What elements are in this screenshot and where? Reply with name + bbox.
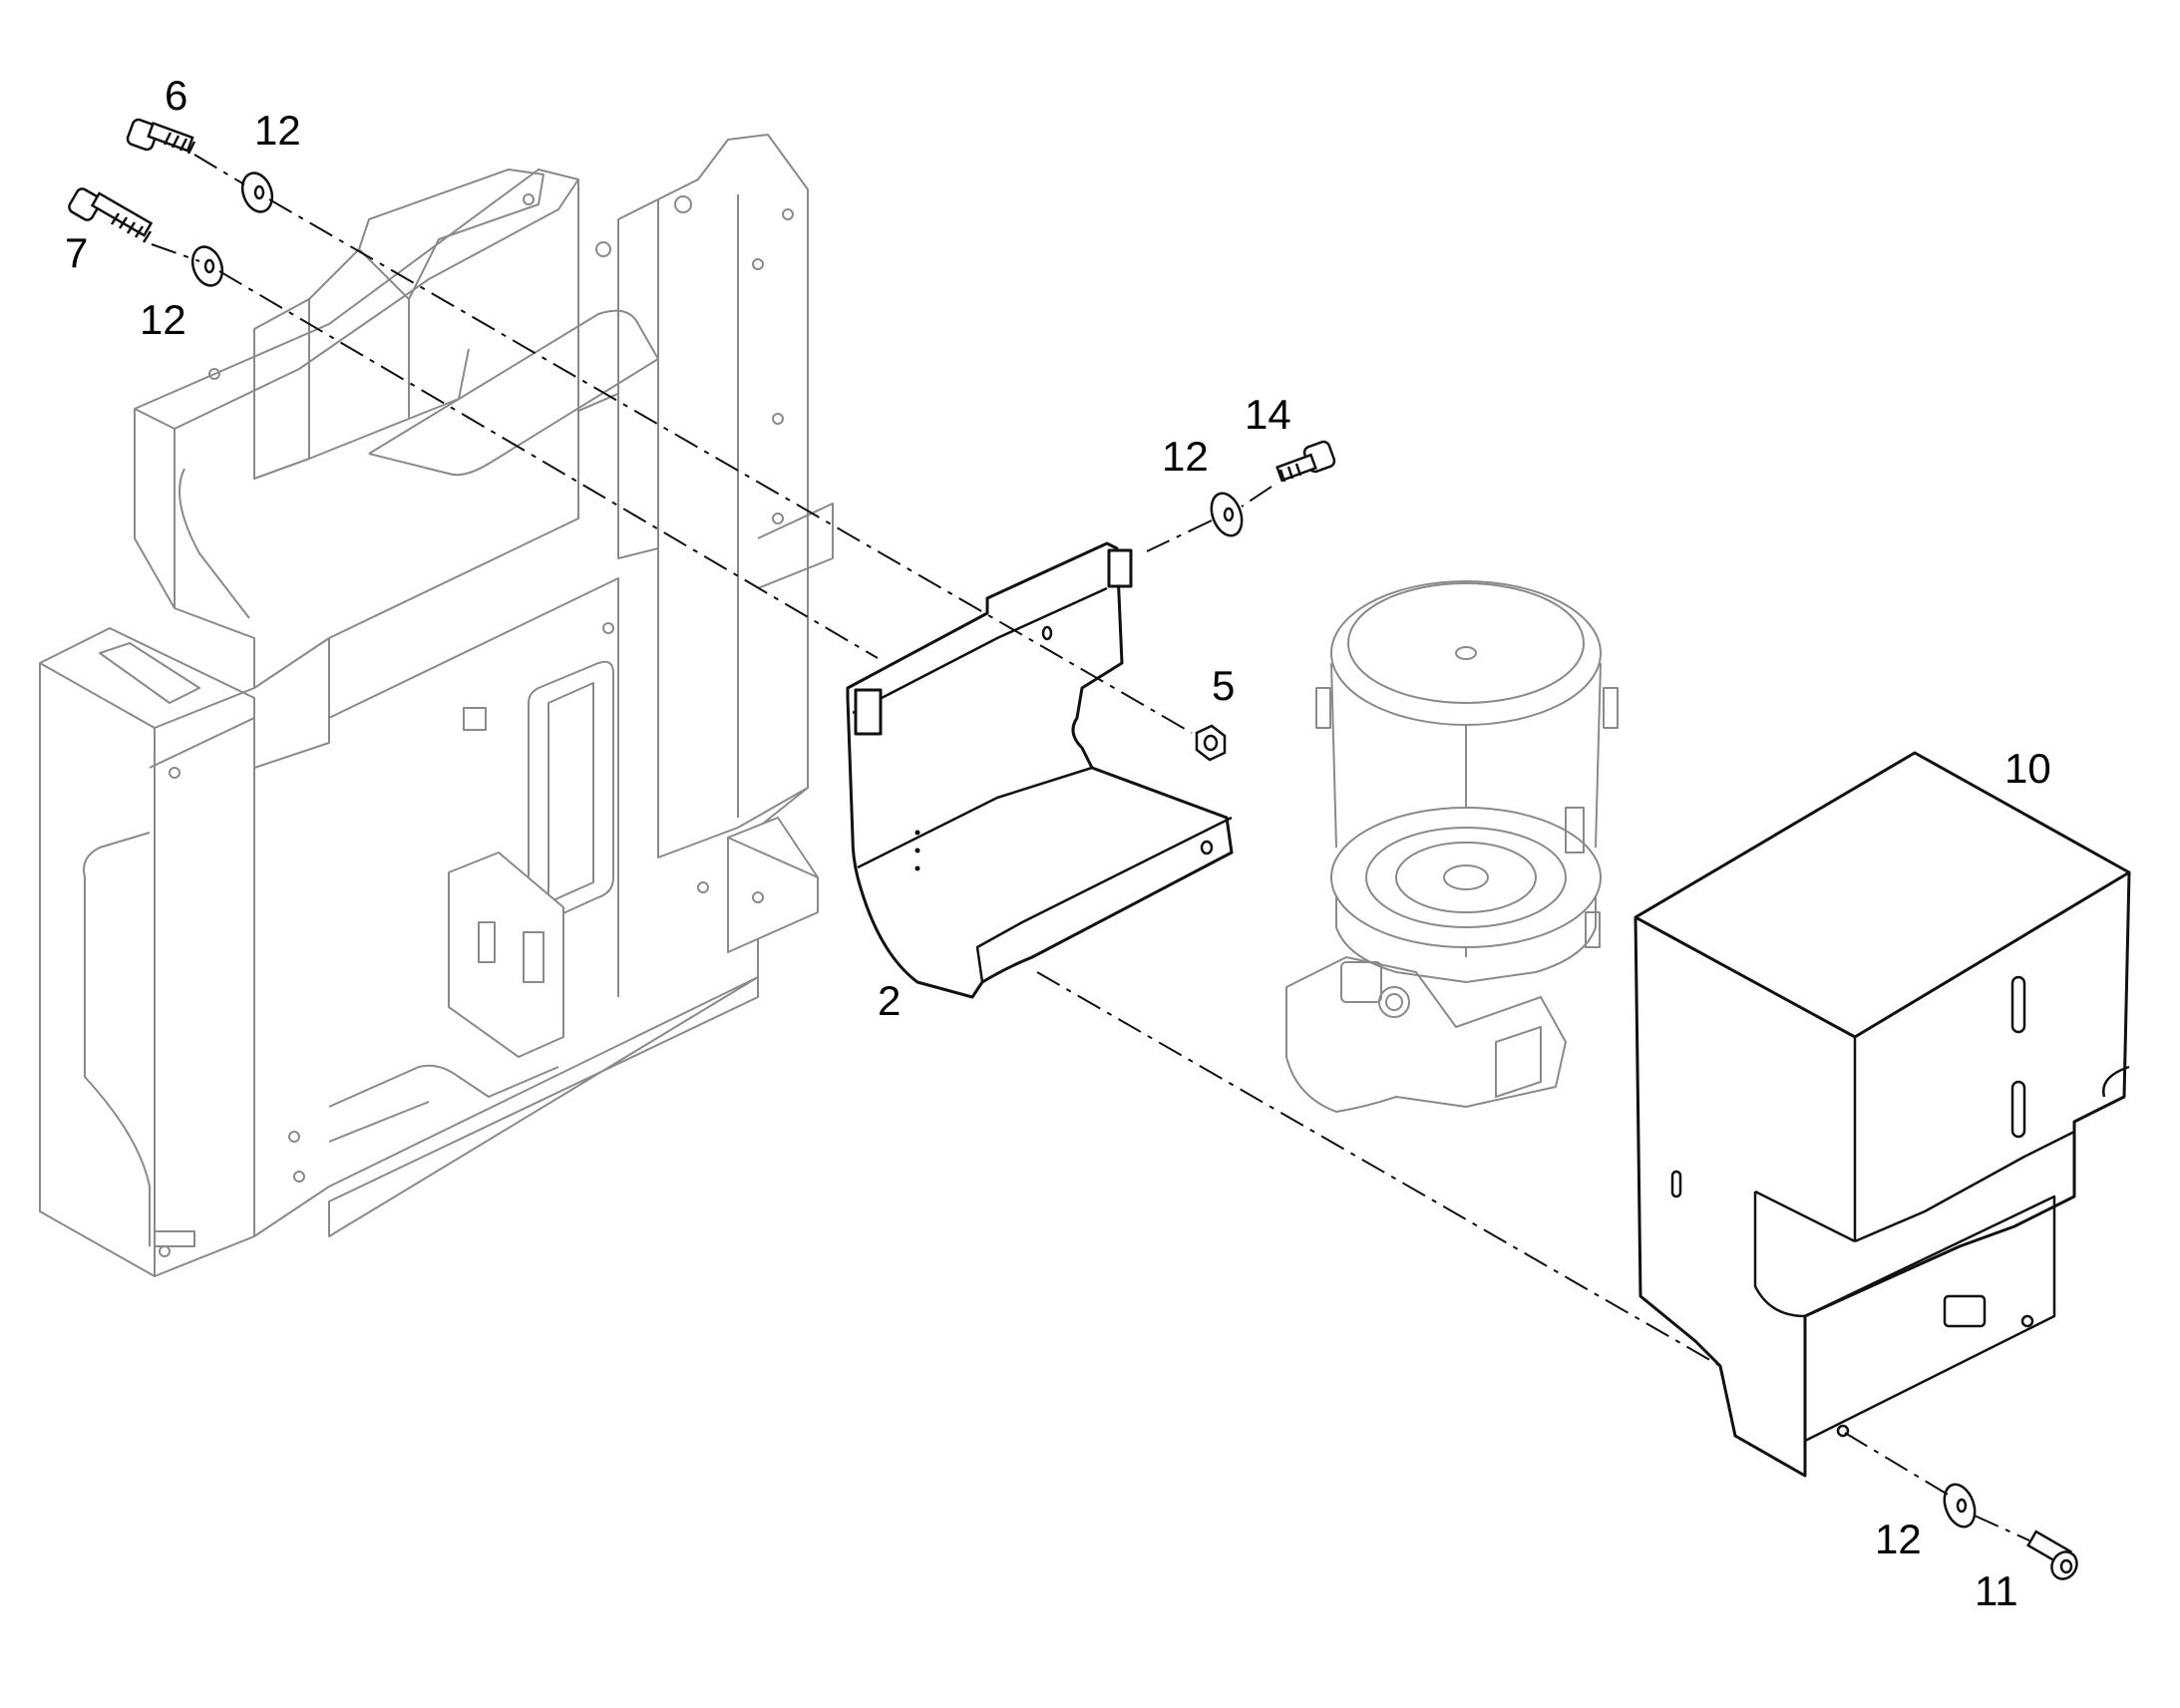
part-12-washer-right	[1210, 492, 1244, 537]
callout-12-right: 12	[1162, 433, 1209, 480]
part-11-screw	[2025, 1530, 2078, 1580]
part-7-bolt	[68, 187, 154, 243]
callout-10: 10	[2004, 745, 2051, 792]
callout-6: 6	[165, 72, 187, 119]
part-12-washer-left	[190, 245, 224, 287]
part-2-bracket	[846, 541, 1234, 999]
callout-14: 14	[1245, 391, 1291, 438]
mounting-frame	[39, 134, 834, 1277]
part-12-washer-top	[240, 171, 274, 213]
lubrication-pump	[1285, 580, 1619, 1113]
callout-11: 11	[1975, 1567, 2018, 1614]
callout-7: 7	[65, 229, 88, 276]
part-5-nut	[1195, 724, 1227, 762]
part-14-bolt	[1275, 440, 1336, 483]
assembly-leader-lines	[151, 154, 2030, 1541]
callout-2: 2	[878, 977, 901, 1024]
callout-5: 5	[1212, 662, 1235, 709]
callout-12-left: 12	[140, 296, 186, 343]
callout-12-top: 12	[254, 107, 301, 154]
part-6-bolt	[126, 118, 196, 155]
callout-labels: 6 12 7 12 14 12 5 2 10 12 11	[65, 72, 2051, 1614]
part-10-cover	[1634, 751, 2131, 1478]
part-12-washer-bottom	[1943, 1483, 1977, 1529]
callout-12-bottom: 12	[1875, 1516, 1922, 1562]
